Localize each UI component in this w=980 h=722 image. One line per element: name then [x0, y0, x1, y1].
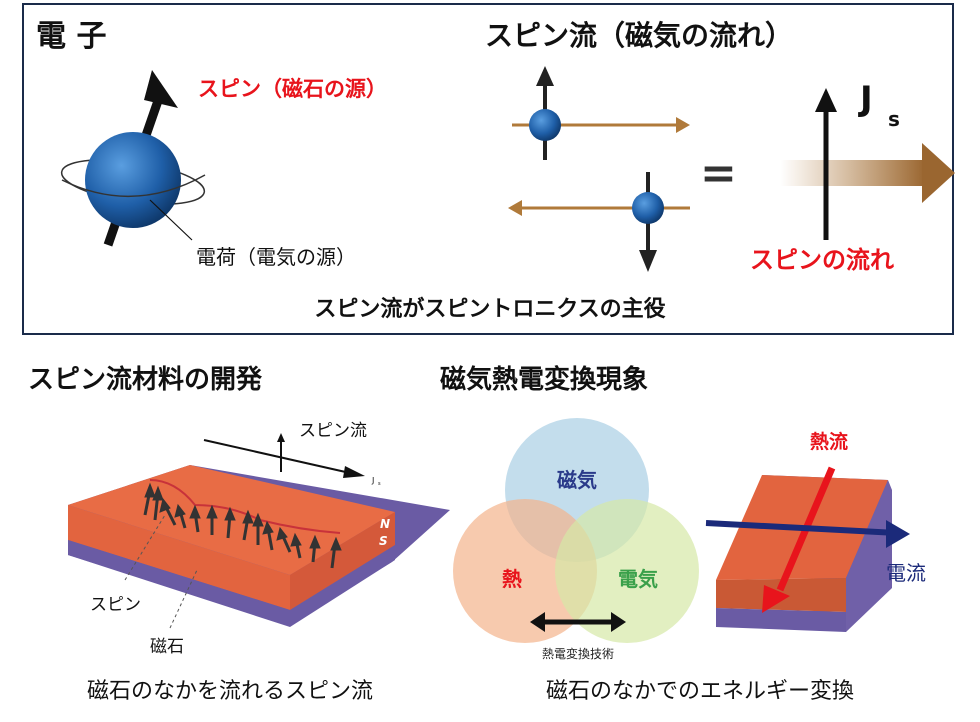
spin-current-symbol: [780, 88, 955, 240]
current-arrow: [705, 520, 910, 548]
electron-illustration: [60, 70, 206, 247]
spin-label-small: スピン: [90, 595, 141, 615]
venn-heat: [453, 499, 597, 643]
equals-sign: =: [700, 148, 737, 199]
spin-current-label: スピン流: [299, 421, 367, 441]
left-caption: 磁石のなかを流れるスピン流: [87, 679, 373, 704]
venn-electricity: [555, 499, 699, 643]
magnet-block: [716, 475, 892, 632]
n-pole-label-right: N: [878, 601, 888, 615]
spin-flow-label: スピンの流れ: [750, 246, 894, 274]
spin-arrow-icon: [144, 70, 178, 108]
js-small-label: J: [371, 476, 374, 485]
spin-current-title: スピン流（磁気の流れ）: [485, 19, 793, 52]
up-arrow-icon: [815, 88, 837, 112]
up-arrow-icon: [536, 66, 554, 86]
n-pole-label: N: [380, 517, 390, 531]
venn-heat-label: 熱: [502, 567, 522, 591]
heat-flow-label: 熱流: [810, 430, 848, 453]
down-arrow-icon: [639, 250, 657, 272]
spin-label: スピン（磁石の源）: [198, 77, 387, 101]
spin-leader-line: [124, 514, 166, 581]
venn-diagram: [453, 418, 699, 643]
s-pole-label-right: S: [877, 622, 886, 636]
magnet-label: 磁石: [150, 637, 184, 657]
spin-current-axis: [203, 433, 365, 478]
spin-current-electrons: [508, 66, 690, 272]
left-panel-title: スピン流材料の開発: [28, 365, 263, 395]
s-pole-label: S: [379, 534, 388, 548]
js-small-subscript: s: [378, 481, 381, 487]
thermoelectric-label: 熱電変換技術: [542, 646, 614, 661]
double-arrow-icon: [530, 612, 626, 632]
right-caption: 磁石のなかでのエネルギー変換: [546, 679, 854, 704]
venn-magnetism-label: 磁気: [557, 468, 597, 492]
top-caption: スピン流がスピントロニクスの主役: [314, 296, 665, 322]
right-panel-title: 磁気熱電変換現象: [440, 364, 648, 395]
spin-arrows: [143, 482, 342, 569]
venn-electricity-label: 電気: [618, 567, 658, 591]
current-label: 電流: [886, 561, 926, 585]
magnet-leader-line: [169, 569, 198, 629]
js-label: J: [858, 79, 873, 119]
electron-title: 電 子: [36, 19, 106, 54]
charge-label: 電荷（電気の源）: [196, 245, 356, 269]
electron-sphere: [85, 132, 181, 228]
js-subscript: s: [888, 107, 900, 131]
